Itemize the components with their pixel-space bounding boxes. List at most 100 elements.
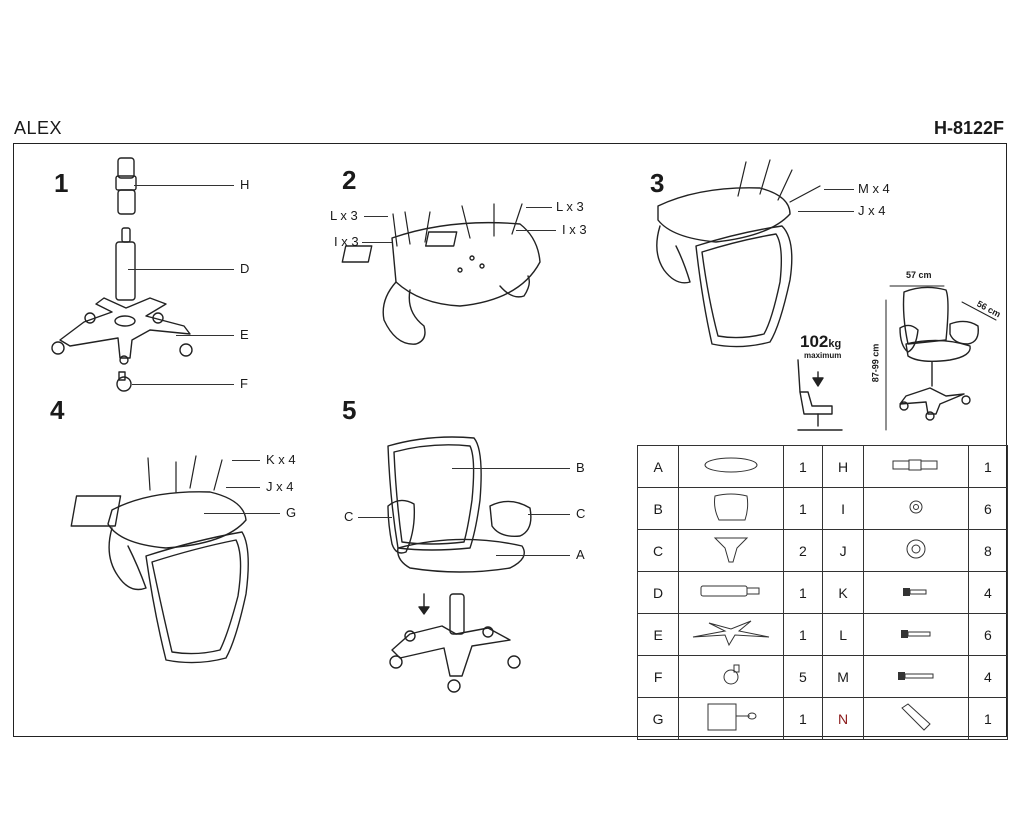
- step2-seat-bracket-icon: [341, 221, 541, 345]
- part-letter: G: [636, 697, 680, 740]
- step-4-number: 4: [50, 395, 65, 425]
- part-quantity: 1: [782, 613, 823, 656]
- step5-label-c-right: C: [576, 506, 586, 521]
- step4-label-k: K x 4: [266, 452, 296, 467]
- part-quantity: 1: [782, 445, 823, 488]
- part-quantity: 5: [782, 655, 823, 698]
- step4-mechanism-icon: [70, 495, 122, 527]
- step-2-number: 2: [342, 165, 357, 195]
- part-quantity: 6: [967, 487, 1009, 530]
- instruction-frame: [13, 143, 1007, 737]
- step1-star-base-icon: [51, 297, 193, 365]
- step5-armrest-left-icon: [387, 499, 416, 554]
- step5-seat-icon: [397, 538, 525, 573]
- small-washer-icon: [863, 487, 969, 530]
- part-quantity: 1: [782, 487, 823, 530]
- part-letter: F: [636, 655, 680, 698]
- step5-backrest-icon: [387, 436, 482, 551]
- part-quantity: 4: [967, 655, 1009, 698]
- step-3-number: 3: [650, 168, 665, 198]
- dimension-height: 87-99 cm: [870, 343, 881, 383]
- part-quantity: 1: [967, 697, 1009, 740]
- seat-cushion-icon: [678, 445, 784, 488]
- step2-label-l-right: L x 3: [556, 199, 584, 214]
- part-letter: B: [636, 487, 680, 530]
- step2-bolts-icon: [392, 203, 523, 247]
- step1-label-d: D: [240, 261, 250, 276]
- step1-label-f: F: [240, 376, 248, 391]
- step3-label-m: M x 4: [858, 181, 890, 196]
- step4-label-j: J x 4: [266, 479, 294, 494]
- part-letter: L: [821, 613, 865, 656]
- caster-icon: [678, 655, 784, 698]
- part-quantity: 4: [967, 571, 1009, 614]
- step2-label-l-left: L x 3: [330, 208, 358, 223]
- step3-backrest-icon: [695, 225, 793, 348]
- step5-arrow-icon: [418, 593, 430, 615]
- part-quantity: 1: [967, 445, 1009, 488]
- step1-gas-cylinder-icon: [115, 227, 136, 301]
- part-letter: K: [821, 571, 865, 614]
- dimensions-chair-icon: [885, 285, 997, 431]
- step3-seat-icon: [656, 187, 791, 284]
- allen-key-icon: [863, 697, 969, 740]
- mechanism-icon: [678, 697, 784, 740]
- star-base-icon: [678, 613, 784, 656]
- step5-star-base-icon: [389, 625, 521, 693]
- max-load-unit: kg: [828, 338, 842, 350]
- max-load-note: maximum: [804, 351, 842, 360]
- part-letter: H: [821, 445, 865, 488]
- part-letter: A: [636, 445, 680, 488]
- step1-label-e: E: [240, 327, 249, 342]
- backrest-icon: [678, 487, 784, 530]
- step5-label-c-left: C: [344, 509, 354, 524]
- step1-label-h: H: [240, 177, 250, 192]
- step1-caster-icon: [116, 371, 132, 392]
- step2-label-i-left: I x 3: [334, 234, 359, 249]
- step3-bolts-icon: [737, 159, 821, 203]
- part-letter: I: [821, 487, 865, 530]
- cylinder-cover-icon: [863, 445, 969, 488]
- gas-cylinder-icon: [678, 571, 784, 614]
- max-load-value: 102: [800, 332, 829, 351]
- part-quantity: 1: [782, 697, 823, 740]
- step5-cylinder-icon: [449, 593, 465, 635]
- medium-bolt-icon: [863, 613, 969, 656]
- step-5-number: 5: [342, 395, 357, 425]
- armrest-icon: [678, 529, 784, 572]
- dimension-width: 57 cm: [906, 270, 932, 280]
- part-letter: J: [821, 529, 865, 572]
- part-quantity: 1: [782, 571, 823, 614]
- part-letter: E: [636, 613, 680, 656]
- step5-label-b: B: [576, 460, 585, 475]
- large-washer-icon: [863, 529, 969, 572]
- part-letter: M: [821, 655, 865, 698]
- step1-cylinder-cover-icon: [115, 157, 137, 215]
- model-code: H-8122F: [933, 118, 1004, 138]
- step5-armrest-right-icon: [489, 500, 532, 537]
- step4-backrest-icon: [145, 531, 249, 664]
- part-letter: N: [821, 697, 865, 740]
- part-quantity: 8: [967, 529, 1009, 572]
- part-letter: D: [636, 571, 680, 614]
- step-1-number: 1: [54, 168, 69, 198]
- step4-bolts-icon: [147, 455, 223, 493]
- part-letter: C: [636, 529, 680, 572]
- step3-label-j: J x 4: [858, 203, 886, 218]
- part-quantity: 2: [782, 529, 823, 572]
- part-quantity: 6: [967, 613, 1009, 656]
- step2-label-i-right: I x 3: [562, 222, 587, 237]
- model-name: ALEX: [14, 118, 63, 138]
- step4-label-g: G: [286, 505, 297, 520]
- long-bolt-icon: [863, 655, 969, 698]
- step4-seat-icon: [107, 491, 247, 591]
- max-load-chair-icon: [797, 359, 843, 431]
